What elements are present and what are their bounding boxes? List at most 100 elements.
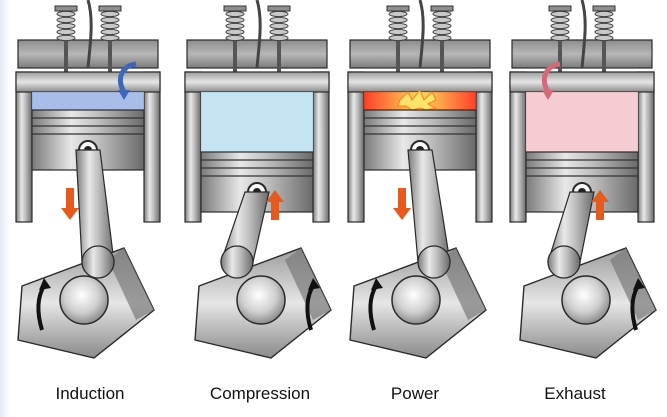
valve-spring-coil xyxy=(269,28,289,36)
crankshaft-main-journal xyxy=(561,275,611,325)
cylinder-wall-right xyxy=(312,71,330,223)
cylinder-top-ring xyxy=(347,71,493,93)
valve-spring-coil xyxy=(269,22,289,30)
counterweight-shade xyxy=(285,248,331,320)
crankshaft-main-journal xyxy=(59,275,109,325)
crank-pin-bearing xyxy=(417,245,451,279)
valve-spring-coil xyxy=(56,28,76,36)
crank-rotation-arrowhead xyxy=(308,278,320,290)
valve-spring-coil xyxy=(594,10,614,18)
label-compression: Compression xyxy=(209,384,311,403)
spark-cable xyxy=(418,0,425,69)
spark-cable xyxy=(580,0,587,69)
crank-rotation-arrowhead xyxy=(371,278,383,290)
piston-down-arrow xyxy=(61,188,79,220)
engine-unit-compression xyxy=(184,0,332,359)
valve-spring-coil xyxy=(269,10,289,18)
valve-spring-coil xyxy=(225,34,245,42)
engine-unit-power xyxy=(347,0,493,359)
combustion-chamber-charge xyxy=(32,92,144,110)
cylinder-wall-right xyxy=(143,71,161,223)
flow-arrowhead xyxy=(542,90,554,100)
label-power: Power xyxy=(390,384,440,403)
ignition-flash xyxy=(397,89,438,111)
cylinder-wall-left xyxy=(15,71,33,223)
crank-rotation-arrowhead xyxy=(39,278,51,290)
valve-spring-coil xyxy=(100,34,120,42)
valve-spring-coil xyxy=(225,10,245,18)
cylinder-wall-right xyxy=(637,71,655,223)
cylinder-wall-left xyxy=(509,71,527,223)
valve-spring-coil xyxy=(269,16,289,24)
valve-spring-coil xyxy=(388,22,408,30)
cylinder-wall-right xyxy=(475,71,493,223)
combustion-chamber-charge xyxy=(526,92,638,152)
valve-spring-coil xyxy=(594,28,614,36)
valve-spring-coil xyxy=(388,16,408,24)
cylinder-top-ring xyxy=(509,71,655,93)
crank-pin-bearing xyxy=(81,245,115,279)
valve-spring-coil xyxy=(225,28,245,36)
valve-spring-coil xyxy=(56,34,76,42)
valve-retainer xyxy=(267,5,291,12)
piston-up-arrow xyxy=(266,190,284,220)
valve-retainer xyxy=(98,5,122,12)
piston-down-arrow xyxy=(393,188,411,220)
valve-retainer xyxy=(54,5,78,12)
valve-retainer xyxy=(592,5,616,12)
crankshaft-main-journal xyxy=(391,275,441,325)
crank-rotation-arrowhead xyxy=(633,278,645,290)
valve-retainer xyxy=(430,5,454,12)
engine-unit-exhaust xyxy=(509,0,657,359)
valve-spring-coil xyxy=(225,22,245,30)
valve-spring-coil xyxy=(550,34,570,42)
valve-spring-coil xyxy=(550,28,570,36)
valve-retainer xyxy=(386,5,410,12)
label-induction: Induction xyxy=(55,384,125,403)
label-exhaust: Exhaust xyxy=(544,384,606,403)
valve-spring-coil xyxy=(56,16,76,24)
valve-spring-coil xyxy=(56,10,76,18)
valve-retainer xyxy=(548,5,572,12)
cylinder-top-ring xyxy=(184,71,330,93)
counterweight-shade xyxy=(440,248,486,320)
valve-spring-coil xyxy=(432,34,452,42)
valve-spring-coil xyxy=(594,34,614,42)
cylinder-wall-left xyxy=(184,71,202,223)
valve-spring-coil xyxy=(56,22,76,30)
crank-pin-bearing xyxy=(547,245,581,279)
crank-pin-bearing xyxy=(220,245,254,279)
crankshaft-main-journal xyxy=(236,275,286,325)
valve-spring-coil xyxy=(594,16,614,24)
valve-spring-coil xyxy=(594,22,614,30)
valve-spring-coil xyxy=(550,16,570,24)
valve-retainer xyxy=(223,5,247,12)
valve-spring-coil xyxy=(100,16,120,24)
counterweight-shade xyxy=(108,248,154,320)
counterweight-shade xyxy=(610,248,656,320)
valve-spring-coil xyxy=(100,22,120,30)
piston-up-arrow xyxy=(591,190,609,220)
intake-flow-arrow xyxy=(118,61,137,94)
flow-arrowhead xyxy=(118,90,130,100)
valve-spring-coil xyxy=(550,10,570,18)
left-edge-shade xyxy=(0,0,10,417)
valve-spring-coil xyxy=(388,10,408,18)
spark-cable xyxy=(86,0,93,69)
combustion-chamber-charge xyxy=(201,92,313,152)
cylinder-wall-left xyxy=(347,71,365,223)
engine-unit-induction xyxy=(15,0,161,359)
valve-spring-coil xyxy=(388,28,408,36)
valve-spring-coil xyxy=(269,34,289,42)
valve-spring-coil xyxy=(100,28,120,36)
valve-spring-coil xyxy=(225,16,245,24)
valve-spring-coil xyxy=(388,34,408,42)
valve-spring-coil xyxy=(100,10,120,18)
valve-spring-coil xyxy=(432,22,452,30)
valve-spring-coil xyxy=(432,16,452,24)
spark-cable xyxy=(255,0,262,69)
cylinder-top-ring xyxy=(15,71,161,93)
exhaust-flow-arrow xyxy=(542,61,561,94)
